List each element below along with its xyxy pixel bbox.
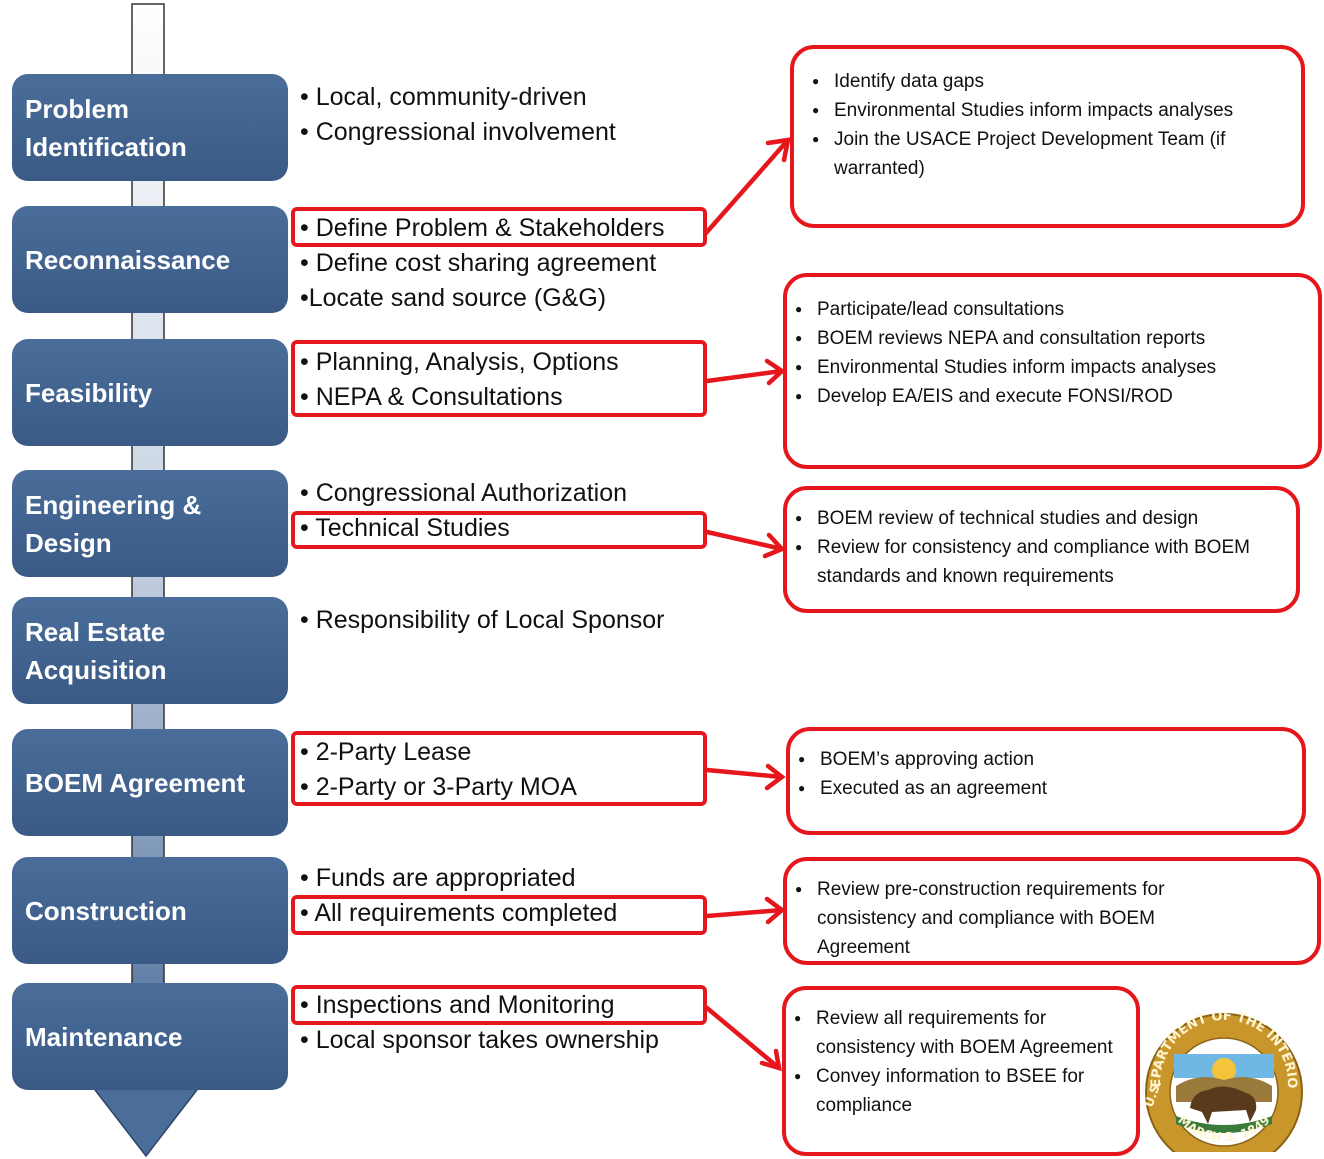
stage-bullets: • Local, community-driven • Congressiona… (300, 80, 616, 150)
bullet-item: • Responsibility of Local Sponsor (300, 606, 665, 634)
bullet-item: • Congressional Authorization (300, 479, 628, 507)
stage-construction: Construction (12, 857, 288, 964)
stage-bullets: • Planning, Analysis, Options • NEPA & C… (300, 345, 619, 415)
bullet-item: •Locate sand source (G&G) (300, 284, 607, 312)
callout-box: Review all requirements for consistency … (782, 986, 1140, 1156)
callout-item: Identify data gaps (808, 67, 1273, 96)
bullet-item: • Planning, Analysis, Options (300, 348, 619, 376)
connector-arrowhead (764, 896, 786, 925)
stage-problem-identification: Problem Identification (12, 74, 288, 181)
bullet-item: • NEPA & Consultations (300, 383, 563, 411)
stage-bullets: • 2-Party Lease • 2-Party or 3-Party MOA (300, 735, 577, 805)
bullet-item: • 2-Party or 3-Party MOA (300, 773, 577, 801)
callout-item: BOEM reviews NEPA and consultation repor… (791, 324, 1304, 353)
callout-item: BOEM review of technical studies and des… (791, 504, 1276, 533)
stage-bullets: • Funds are appropriated • All requireme… (300, 861, 617, 931)
callout-item: Review for consistency and compliance wi… (791, 533, 1276, 591)
callout-box: Participate/lead consultations BOEM revi… (783, 273, 1322, 469)
connector-arrow (704, 907, 785, 919)
connector-arrow (704, 1005, 782, 1071)
callout-item: Convey information to BSEE for complianc… (790, 1062, 1122, 1120)
highlight-box (291, 731, 707, 806)
highlight-box (291, 340, 707, 417)
stage-bullets: • Congressional Authorization • Technica… (300, 476, 627, 546)
bullet-item: • Local sponsor takes ownership (300, 1026, 659, 1054)
stage-engineering-design: Engineering & Design (12, 470, 288, 577)
stage-bullets: • Responsibility of Local Sponsor (300, 603, 665, 638)
bullet-item: • Congressional involvement (300, 118, 616, 146)
callout-item: Develop EA/EIS and execute FONSI/ROD (791, 382, 1304, 411)
connector-arrow (704, 767, 785, 780)
connector-arrowhead (765, 137, 791, 163)
connector-arrowhead (762, 532, 786, 559)
connector-arrowhead (764, 358, 786, 386)
connector-arrowhead (759, 1048, 782, 1072)
connector-arrow (704, 529, 785, 552)
bullet-item: • Local, community-driven (300, 83, 587, 111)
callout-item: Review pre-construction requirements for… (791, 875, 1167, 962)
bullet-item: • 2-Party Lease (300, 738, 472, 766)
bullet-item: • Inspections and Monitoring (300, 991, 615, 1019)
stage-boem-agreement: BOEM Agreement (12, 729, 288, 836)
bullet-item: • All requirements completed (300, 899, 618, 927)
highlight-box (291, 207, 707, 247)
callout-box: BOEM review of technical studies and des… (783, 486, 1300, 613)
bullet-item: • Define cost sharing agreement (300, 249, 657, 277)
bullet-item: • Technical Studies (300, 514, 510, 542)
callout-item: Environmental Studies inform impacts ana… (791, 353, 1304, 382)
stage-bullets: • Inspections and Monitoring • Local spo… (300, 988, 659, 1058)
stage-maintenance: Maintenance (12, 983, 288, 1090)
spine-arrowhead (90, 1085, 202, 1158)
callout-item: BOEM’s approving action (794, 745, 1282, 774)
highlight-box (291, 511, 707, 549)
highlight-box (291, 895, 707, 935)
highlight-box (291, 985, 707, 1025)
bullet-item: • Funds are appropriated (300, 864, 576, 892)
connector-arrow (704, 368, 785, 384)
callout-box: Review pre-construction requirements for… (783, 857, 1321, 965)
connector-arrowhead (764, 763, 786, 791)
callout-item: Environmental Studies inform impacts ana… (808, 96, 1273, 125)
callout-item: Executed as an agreement (794, 774, 1282, 803)
callout-box: Identify data gaps Environmental Studies… (790, 45, 1305, 228)
callout-item: Review all requirements for consistency … (790, 1004, 1122, 1062)
connector-arrow (703, 137, 791, 236)
stage-bullets: • Define Problem & Stakeholders • Define… (300, 211, 665, 316)
bullet-item: • Define Problem & Stakeholders (300, 214, 665, 242)
callout-box: BOEM’s approving action Executed as an a… (786, 727, 1306, 835)
callout-item: Join the USACE Project Development Team … (808, 125, 1273, 183)
doi-seal-logo: DEPARTMENT OF THE INTERIOR U.S. MARCH 3,… (1138, 1012, 1303, 1152)
stage-feasibility: Feasibility (12, 339, 288, 446)
stage-reconnaissance: Reconnaissance (12, 206, 288, 313)
callout-item: Participate/lead consultations (791, 295, 1304, 324)
stage-real-estate-acquisition: Real Estate Acquisition (12, 597, 288, 704)
